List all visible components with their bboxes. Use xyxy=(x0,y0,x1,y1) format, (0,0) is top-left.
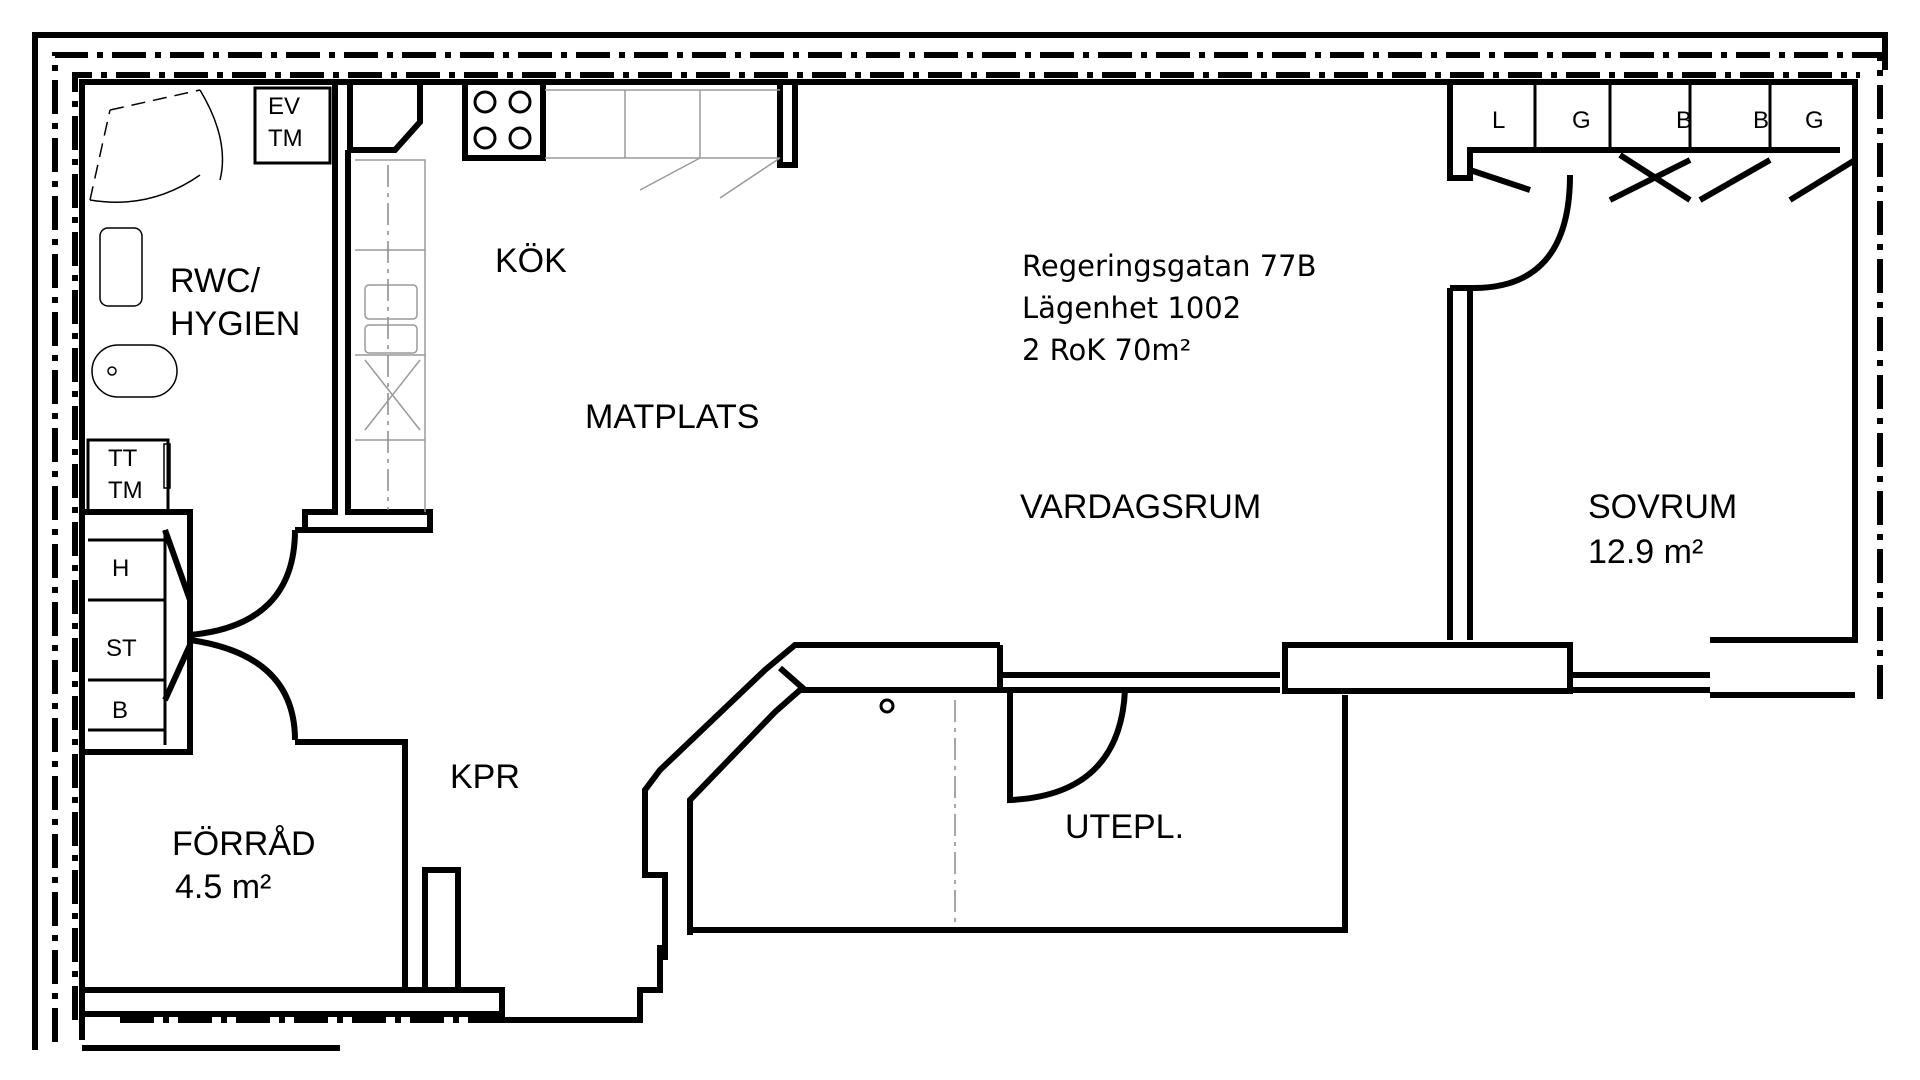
hall-st-label: ST xyxy=(106,635,137,662)
sovrum-area: 12.9 m² xyxy=(1588,533,1703,571)
tm-top-label: TM xyxy=(268,125,303,152)
room-labels: RWC/ HYGIEN KÖK MATPLATS VARDAGSRUM SOVR… xyxy=(170,242,1737,906)
address-block: Regeringsgatan 77B Lägenhet 1002 2 RoK 7… xyxy=(1022,249,1317,367)
hall-h-label: H xyxy=(112,555,129,582)
closet-label-3: B xyxy=(1676,107,1692,134)
tm-bottom-label: TM xyxy=(108,477,143,504)
bathroom-fixtures xyxy=(89,89,224,489)
kpr-label: KPR xyxy=(450,758,520,796)
forrad-label: FÖRRÅD xyxy=(172,825,316,863)
kok-label: KÖK xyxy=(495,242,567,280)
property-boundary xyxy=(32,32,1888,1050)
address-street: Regeringsgatan 77B xyxy=(1022,249,1317,283)
terrace xyxy=(642,642,1710,960)
forrad-area: 4.5 m² xyxy=(175,868,271,906)
sovrum-label: SOVRUM xyxy=(1588,488,1737,526)
hall-b-label: B xyxy=(112,697,128,724)
matplats-label: MATPLATS xyxy=(585,398,759,436)
ev-label: EV xyxy=(268,93,300,120)
closet-label-1: L xyxy=(1492,107,1505,134)
fixture-labels: EV TM TT TM H ST B L G B B G xyxy=(106,93,1824,724)
hall-doors xyxy=(162,528,461,990)
tt-label: TT xyxy=(108,445,138,472)
closet-label-4: B xyxy=(1753,107,1769,134)
exterior-walls xyxy=(79,79,1858,1051)
address-unit: Lägenhet 1002 xyxy=(1022,291,1241,325)
rwc-label: RWC/ xyxy=(170,262,261,300)
vardagsrum-label: VARDAGSRUM xyxy=(1020,488,1261,526)
bedroom-walls xyxy=(1447,82,1857,640)
closet-label-5: G xyxy=(1805,107,1824,134)
hygien-label: HYGIEN xyxy=(170,305,300,343)
address-summary: 2 RoK 70m² xyxy=(1022,333,1191,367)
utepl-label: UTEPL. xyxy=(1065,808,1184,846)
kitchen xyxy=(300,79,798,533)
closet-label-2: G xyxy=(1572,107,1591,134)
